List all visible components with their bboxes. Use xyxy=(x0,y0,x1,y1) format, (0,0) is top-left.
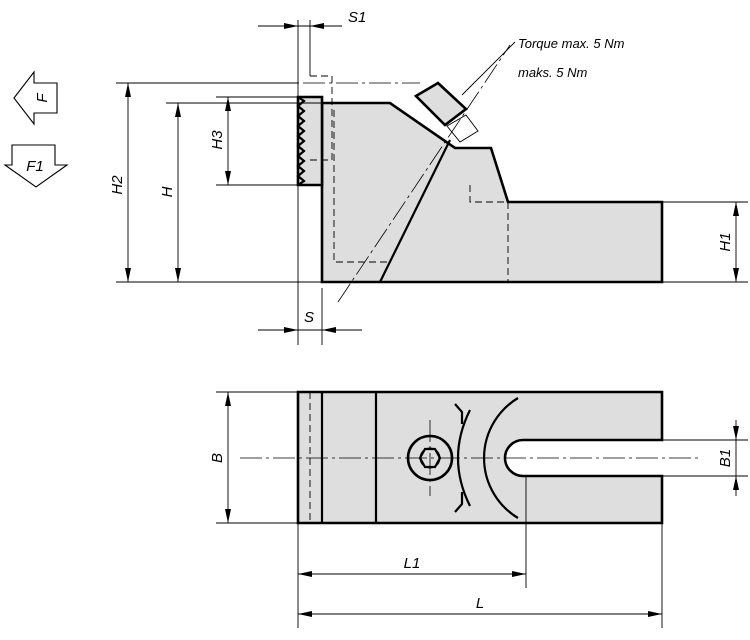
jaw-serrations xyxy=(296,96,306,186)
dimension-label-s1: S1 xyxy=(348,9,366,26)
notch-serration-bottom xyxy=(454,492,464,513)
dimension-label-h1: H1 xyxy=(717,232,734,251)
force-label-f: F xyxy=(34,93,51,103)
dimension-label-h: H xyxy=(159,186,176,197)
hidden-shoulder xyxy=(469,185,509,282)
dimension-label-l: L xyxy=(476,595,484,612)
hidden-wedge-pocket xyxy=(333,110,388,263)
force-label-f1: F1 xyxy=(26,158,44,175)
top-view xyxy=(240,390,700,525)
hidden-slot xyxy=(310,75,333,161)
screw-washer xyxy=(446,114,479,143)
side-view-dimensions: S1 S H2 H H3 H1 Torque max. 5 Nm maks. 5… xyxy=(109,9,748,345)
torque-note-line1: Torque max. 5 Nm xyxy=(518,36,625,51)
screw-head-side xyxy=(413,81,469,127)
clamp-body-side xyxy=(320,101,664,284)
dimension-label-l1: L1 xyxy=(404,555,421,572)
wedge-edge xyxy=(379,139,451,283)
clamp-body-top xyxy=(296,390,664,525)
force-arrow-f1-symbol: F1 xyxy=(3,144,69,188)
notch-serration-top xyxy=(454,403,464,424)
side-view xyxy=(270,41,664,303)
dimension-label-h2: H2 xyxy=(109,175,126,195)
torque-note-line2: maks. 5 Nm xyxy=(518,65,588,80)
dimension-label-s: S xyxy=(304,309,314,326)
screw-axis xyxy=(337,44,511,303)
force-arrow-f-symbol: F xyxy=(13,70,58,126)
dimension-label-b1: B1 xyxy=(717,449,734,467)
torque-leader xyxy=(461,41,516,96)
dimension-label-h3: H3 xyxy=(209,130,226,150)
dimension-label-b: B xyxy=(209,453,226,463)
top-view-dimensions: B B1 L1 L xyxy=(209,391,748,628)
